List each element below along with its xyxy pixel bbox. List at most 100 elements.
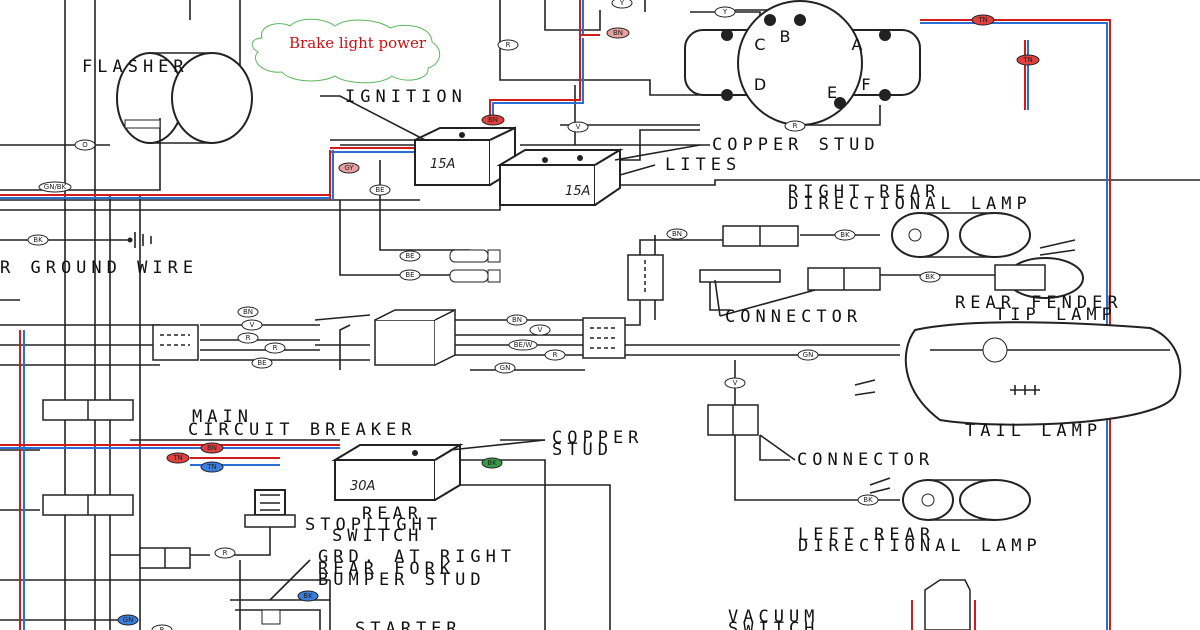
svg-text:R: R bbox=[273, 344, 278, 352]
label-circuit-breaker: CIRCUIT BREAKER bbox=[188, 420, 417, 440]
ground-symbol bbox=[127, 232, 152, 248]
label-switch: SWITCH bbox=[332, 526, 423, 546]
svg-text:BK: BK bbox=[33, 236, 43, 244]
main-amp: 30A bbox=[350, 479, 375, 494]
svg-text:BE/W: BE/W bbox=[514, 341, 533, 349]
label-right-rear-lamp: DIRECTIONAL LAMP bbox=[788, 194, 1032, 214]
svg-text:GN: GN bbox=[803, 351, 814, 359]
svg-text:BE: BE bbox=[405, 271, 414, 279]
wire-tag: BK bbox=[481, 457, 503, 469]
leader-lines bbox=[269, 95, 816, 601]
wire-tag: BK bbox=[297, 590, 319, 602]
label-flasher: FLASHER bbox=[82, 57, 189, 77]
wire-tag: TN bbox=[200, 461, 224, 473]
ignition-switch: B C A D E F bbox=[684, 0, 921, 126]
svg-text:V: V bbox=[250, 321, 255, 329]
tail-lamp bbox=[854, 321, 1182, 426]
wire-tag: R bbox=[784, 120, 806, 132]
wire-tag: GN bbox=[117, 614, 139, 626]
wire-tag: BE bbox=[399, 269, 421, 281]
svg-text:O: O bbox=[82, 141, 88, 149]
label-lites: LITES bbox=[665, 155, 741, 175]
label-vacuum-switch: SWITCH bbox=[728, 619, 819, 630]
wire-tag: Y bbox=[611, 0, 633, 9]
label-left-rear: LEFT REAR bbox=[798, 525, 935, 545]
label-rear-fender: REAR FENDER bbox=[955, 293, 1123, 313]
svg-text:BK: BK bbox=[303, 592, 313, 600]
wire-tag: BK bbox=[27, 234, 49, 246]
switch-terminal-d: D bbox=[754, 75, 766, 94]
wire-tag: BN bbox=[666, 228, 688, 240]
wire-tag: BE bbox=[399, 250, 421, 262]
svg-text:BN: BN bbox=[512, 316, 522, 324]
svg-text:BK: BK bbox=[863, 496, 873, 504]
wire-tag: BK bbox=[919, 271, 941, 283]
wire-tag: TN bbox=[971, 14, 995, 26]
labels: FLASHER IGNITION COPPER STUD LITES R GRO… bbox=[0, 57, 1123, 630]
vacuum-switch bbox=[911, 579, 976, 630]
svg-text:BK: BK bbox=[840, 231, 850, 239]
svg-text:R: R bbox=[506, 41, 511, 49]
svg-text:TN: TN bbox=[172, 454, 183, 462]
svg-text:GN/BK: GN/BK bbox=[44, 183, 67, 191]
wire-tag: BN bbox=[606, 27, 630, 39]
wire-tag: BN bbox=[237, 306, 259, 318]
svg-text:V: V bbox=[733, 379, 738, 387]
svg-text:R: R bbox=[553, 351, 558, 359]
starter bbox=[235, 609, 321, 630]
wire-tag: R bbox=[214, 547, 236, 559]
svg-text:R: R bbox=[160, 626, 165, 630]
label-copper-stud: COPPER STUD bbox=[712, 135, 880, 155]
switch-terminal-c: C bbox=[754, 35, 765, 54]
switch-terminal-e: E bbox=[827, 83, 837, 102]
svg-text:TN: TN bbox=[1022, 56, 1033, 64]
ignition-breaker: 15A bbox=[414, 126, 516, 186]
wire-tag: TN bbox=[1016, 54, 1040, 66]
indicator-bulbs bbox=[449, 249, 501, 283]
wire-tag: GY bbox=[338, 162, 360, 174]
wire-tag: R bbox=[264, 342, 286, 354]
wire-tag: BE bbox=[369, 184, 391, 196]
wire-tag: TN bbox=[166, 452, 190, 464]
svg-text:BN: BN bbox=[488, 116, 498, 124]
wire-tag: BN bbox=[200, 442, 224, 454]
svg-text:BE: BE bbox=[257, 359, 266, 367]
wire-tag: BK bbox=[857, 494, 879, 506]
wire-tag: BE bbox=[251, 357, 273, 369]
label-grd-at-right: GRD. AT RIGHT bbox=[318, 547, 516, 567]
flasher bbox=[116, 52, 253, 144]
svg-text:R: R bbox=[246, 334, 251, 342]
lites-breaker: 15A bbox=[496, 148, 624, 206]
tip-lamp bbox=[994, 239, 1084, 299]
wire-tag: BN bbox=[506, 314, 528, 326]
label-tail-lamp: TAIL LAMP bbox=[965, 421, 1102, 441]
lites-amp: 15A bbox=[565, 184, 590, 199]
svg-text:BN: BN bbox=[672, 230, 682, 238]
wire-tag: V bbox=[241, 319, 263, 331]
label-ignition: IGNITION bbox=[345, 87, 467, 107]
svg-text:Y: Y bbox=[722, 8, 728, 16]
wire-tag: R bbox=[497, 39, 519, 51]
label-rear: REAR bbox=[362, 504, 423, 524]
svg-text:V: V bbox=[576, 123, 581, 131]
switch-symbol bbox=[314, 314, 371, 370]
svg-text:Y: Y bbox=[619, 0, 625, 7]
svg-text:GN: GN bbox=[500, 364, 511, 372]
svg-text:BN: BN bbox=[207, 444, 217, 452]
label-ground-wire: R GROUND WIRE bbox=[0, 258, 198, 278]
switch-terminal-b: B bbox=[780, 27, 791, 46]
svg-text:BE: BE bbox=[375, 186, 384, 194]
wire-tag: R bbox=[237, 332, 259, 344]
label-left-rear-lamp: DIRECTIONAL LAMP bbox=[798, 536, 1042, 556]
label-starter: STARTER bbox=[355, 619, 462, 630]
label-main: MAIN bbox=[192, 407, 253, 427]
label-right-rear: RIGHT REAR bbox=[788, 182, 940, 202]
annotation-text: Brake light power bbox=[289, 34, 427, 52]
svg-text:V: V bbox=[538, 326, 543, 334]
label-vacuum: VACUUM bbox=[728, 607, 819, 627]
wire-tag: R bbox=[151, 624, 173, 630]
svg-text:GN: GN bbox=[123, 616, 134, 624]
left-rear-lamp bbox=[869, 477, 1031, 521]
wire-tag: GN bbox=[494, 362, 516, 374]
